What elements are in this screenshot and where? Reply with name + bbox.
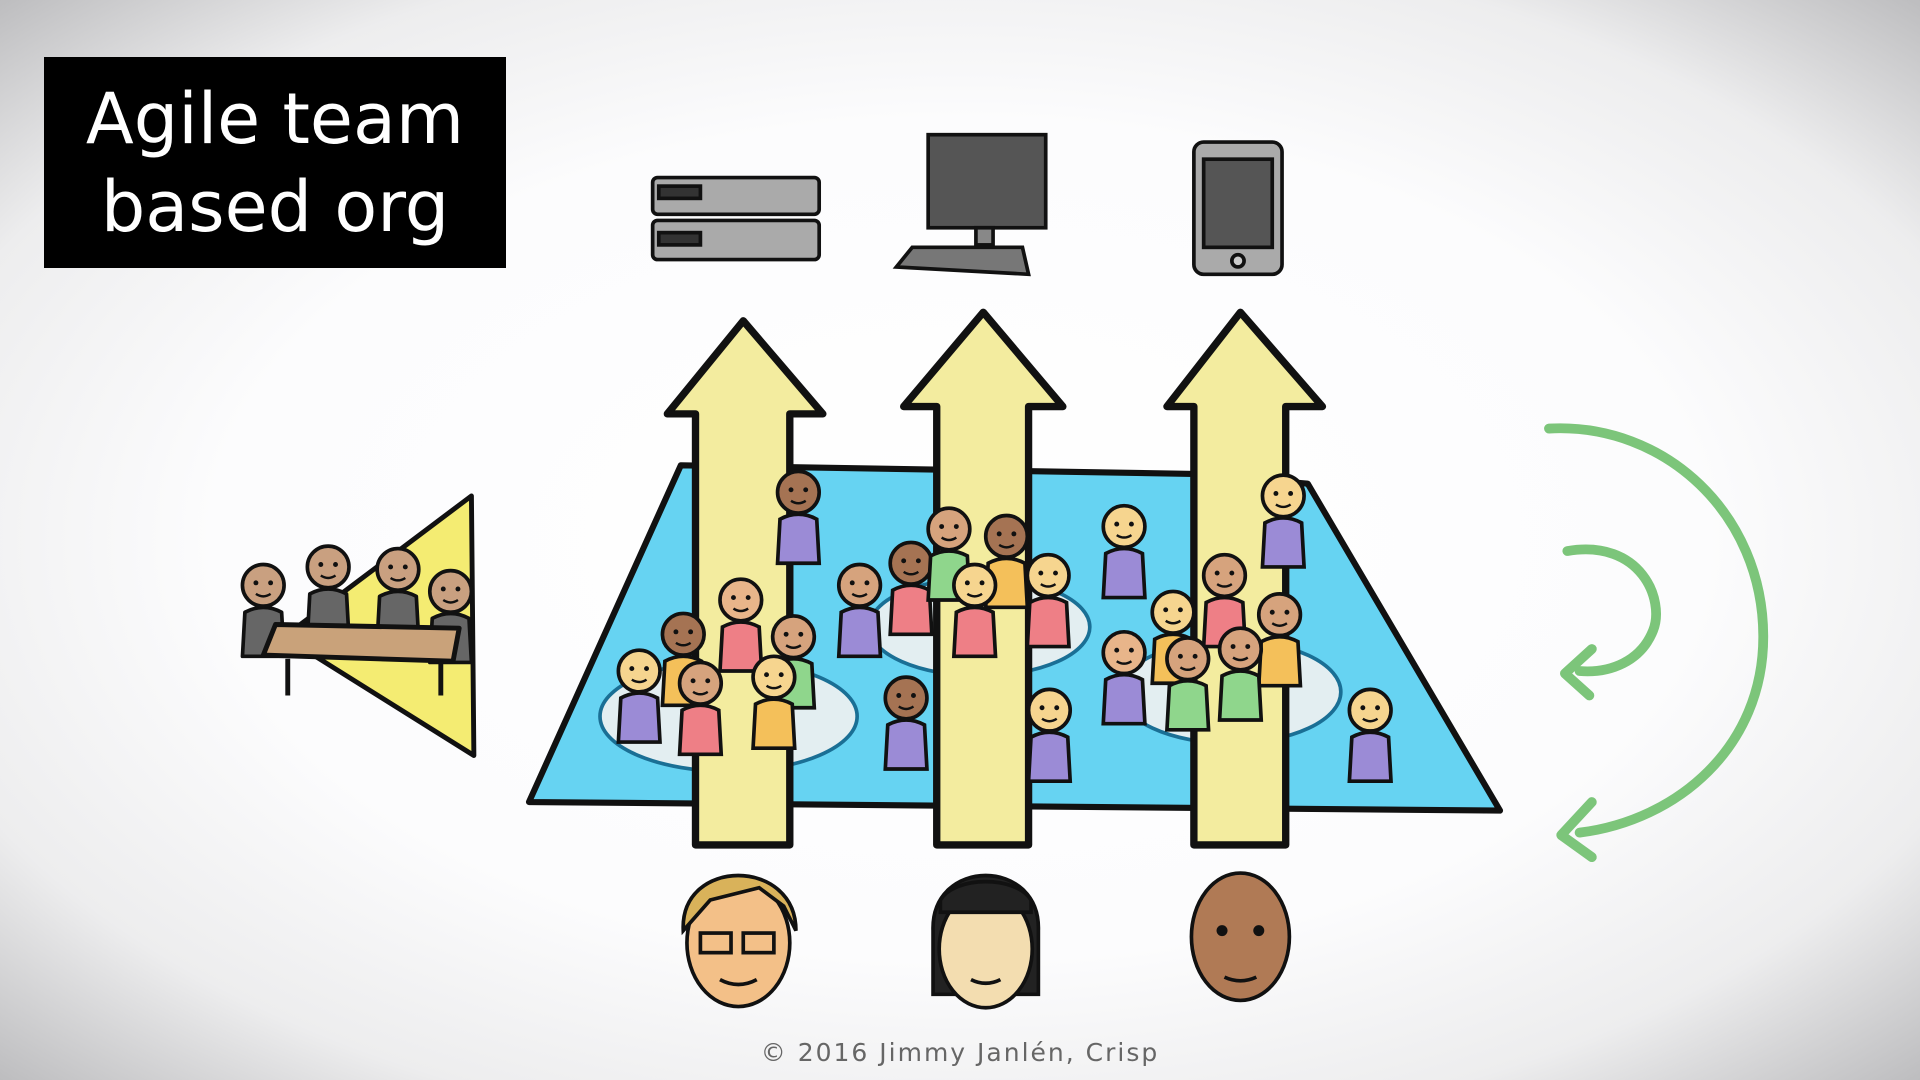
tablet-icon [1192, 140, 1284, 277]
person-icon [1026, 687, 1073, 784]
person-icon [718, 577, 764, 673]
product-owner-face-1 [681, 873, 798, 1009]
product-owner-face-3 [1189, 871, 1292, 1003]
person-icon [1260, 473, 1307, 569]
person-icon [751, 654, 797, 750]
person-icon [951, 562, 998, 659]
leadership-team [240, 493, 477, 758]
product-owner-face-2 [931, 873, 1041, 1010]
person-icon [1101, 630, 1147, 726]
person-icon [1101, 503, 1147, 600]
person-icon [1347, 687, 1393, 784]
desktop-computer-icon [892, 132, 1048, 277]
person-icon [1164, 636, 1211, 732]
title-line-1: Agile team [85, 77, 465, 160]
feedback-loop-icon [1544, 423, 1769, 863]
person-icon [775, 469, 822, 566]
person-icon [1025, 552, 1071, 649]
server-icon [650, 175, 822, 262]
person-icon [677, 660, 724, 757]
person-icon [1217, 626, 1264, 722]
person-icon [836, 562, 883, 659]
person-icon [888, 540, 934, 637]
person-icon [616, 648, 662, 744]
title-line-2: based org [100, 165, 450, 248]
person-icon [983, 513, 1030, 610]
copyright-text: © 2016 Jimmy Janlén, Crisp [760, 1038, 1160, 1067]
title-box: Agile team based org [44, 57, 506, 268]
person-icon [883, 675, 929, 771]
person-icon [926, 506, 972, 602]
person-icon [1256, 592, 1303, 688]
